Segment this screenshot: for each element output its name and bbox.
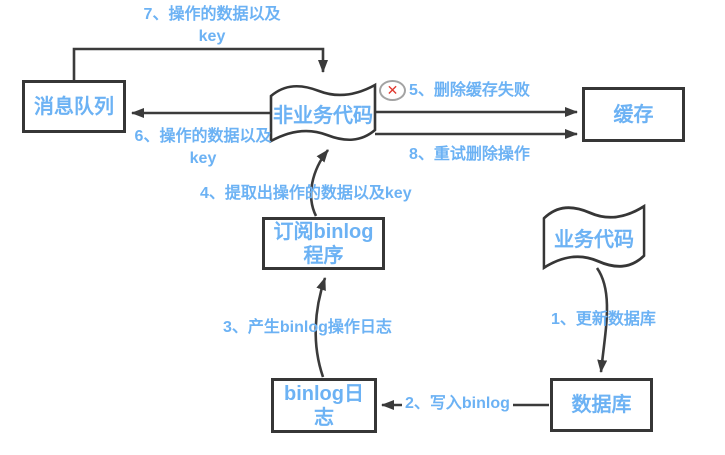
edge-step6-label: 6、操作的数据以及 key [108, 126, 298, 170]
edge-step5-label: 5、删除缓存失败 [409, 82, 530, 99]
wave-shape-icon [269, 82, 377, 144]
edge-step7-label-line1: 7、操作的数据以及 [143, 6, 281, 23]
node-business-code: 业务代码 [542, 203, 646, 271]
node-business-code-label: 业务代码 [554, 228, 634, 251]
edge-step7-label-line2: key [198, 28, 226, 45]
node-message-queue: 消息队列 [22, 80, 126, 133]
node-message-queue-label: 消息队列 [34, 95, 114, 118]
node-binlog-log-label-line2: 志 [314, 406, 334, 429]
edge-step4-label: 4、提取出操作的数据以及key [200, 185, 412, 202]
node-subscribe-binlog-label-line2: 程序 [303, 244, 344, 267]
error-cross-icon: ✕ [379, 80, 406, 101]
edge-step6-label-line1: 6、操作的数据以及 [134, 128, 272, 145]
edge-step1-label: 1、更新数据库 [551, 311, 656, 328]
node-subscribe-binlog: 订阅binlog 程序 [262, 217, 385, 270]
node-non-business-code: 非业务代码 [269, 82, 377, 144]
edge-step7-label: 7、操作的数据以及 key [117, 4, 307, 48]
node-cache: 缓存 [582, 87, 685, 142]
node-database-label: 数据库 [571, 394, 632, 416]
error-cross-glyph: ✕ [386, 82, 399, 98]
edge-step6-label-line2: key [189, 150, 217, 167]
edge-step7-arrow [72, 47, 328, 80]
wave-shape-icon [542, 203, 646, 271]
node-cache-label: 缓存 [613, 103, 654, 126]
edge-step3-label: 3、产生binlog操作日志 [223, 319, 392, 336]
node-subscribe-binlog-label-line1: 订阅binlog [273, 220, 374, 243]
node-database: 数据库 [550, 378, 653, 432]
edge-step2-label: 2、写入binlog [402, 393, 513, 415]
node-binlog-log: binlog日 志 [271, 378, 377, 433]
node-non-business-code-label: 非业务代码 [273, 104, 373, 127]
node-binlog-log-label-line1: binlog日 [284, 382, 364, 405]
edge-step8-label: 8、重试删除操作 [409, 146, 530, 163]
